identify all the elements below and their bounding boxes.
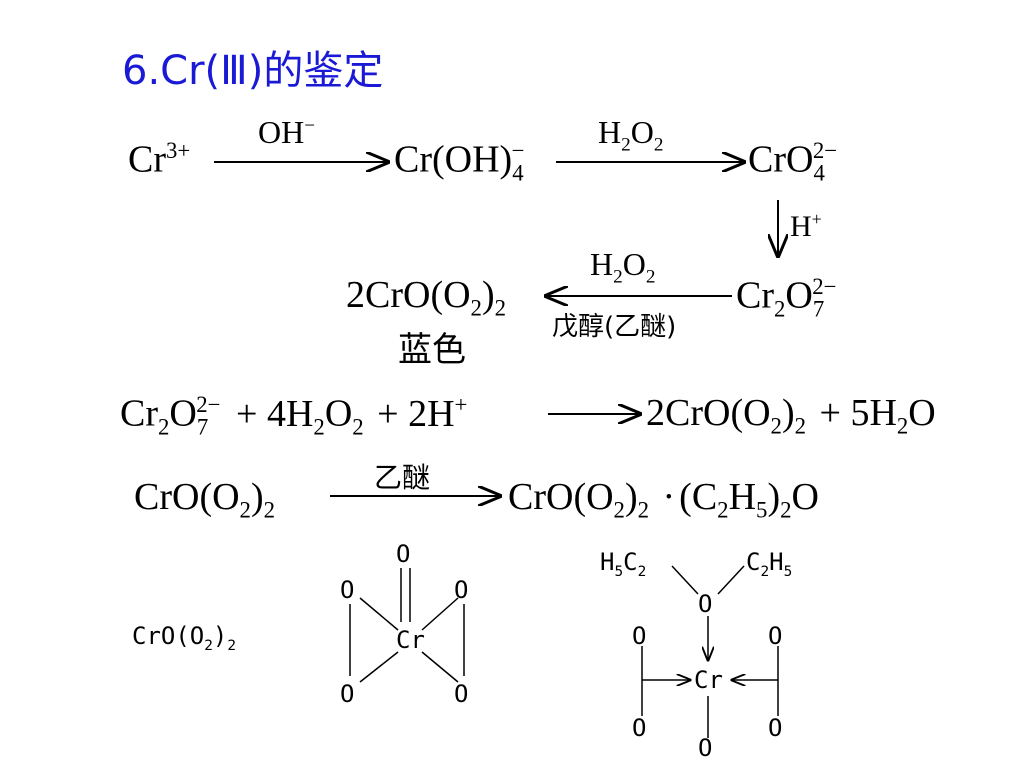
atom-o-ether: O — [698, 590, 713, 618]
equation-2-lhs: CrO(O2)2 — [134, 476, 276, 523]
chromate-ion: CrO42− — [748, 138, 838, 186]
atom-cr-center: Cr — [396, 626, 425, 654]
atom-cr2-center: Cr — [694, 666, 723, 694]
equation-1: Cr2O72− + 4H2O2 + 2H+ — [120, 392, 468, 440]
dichromate-ion: Cr2O72− — [736, 274, 837, 322]
atom-o2-bottom: O — [698, 734, 713, 762]
atom-o-lower-left: O — [340, 680, 355, 708]
cr3-ion: Cr3+ — [128, 138, 191, 181]
atom-o2-upper-right: O — [768, 622, 783, 650]
arrow3-bottom-label: 戊醇(乙醚) — [552, 312, 677, 342]
down-arrow-label: H+ — [790, 209, 822, 243]
atom-o-upper-left: O — [340, 576, 355, 604]
ethyl-left: H5C2 — [600, 548, 647, 580]
equation-2-rhs: CrO(O2)2 ·(C2H5)2O — [508, 476, 819, 523]
atom-o2-lower-right: O — [768, 714, 783, 742]
arrow3-top-label: H2O2 — [590, 246, 656, 288]
atom-o-upper-right: O — [454, 576, 469, 604]
atom-o-top: O — [396, 540, 411, 568]
arrow1-label: OH− — [258, 114, 316, 150]
structure-formula-label: CrO(O2)2 — [132, 622, 237, 654]
equation-1-rhs: 2CrO(O2)2 + 5H2O — [646, 392, 936, 439]
chromium-peroxide-product: 2CrO(O2)2 — [346, 274, 507, 321]
atom-o-lower-right: O — [454, 680, 469, 708]
chromite-ion: Cr(OH)4− — [394, 138, 525, 186]
blue-color-label: 蓝色 — [398, 330, 466, 370]
atom-o2-upper-left: O — [632, 622, 647, 650]
arrow2-label: H2O2 — [598, 114, 664, 156]
ethyl-right: C2H5 — [746, 548, 793, 580]
page-title: 6.Cr(Ⅲ)的鉴定 — [122, 48, 384, 94]
atom-o2-lower-left: O — [632, 714, 647, 742]
equation-2-arrow-label: 乙醚 — [374, 461, 431, 494]
